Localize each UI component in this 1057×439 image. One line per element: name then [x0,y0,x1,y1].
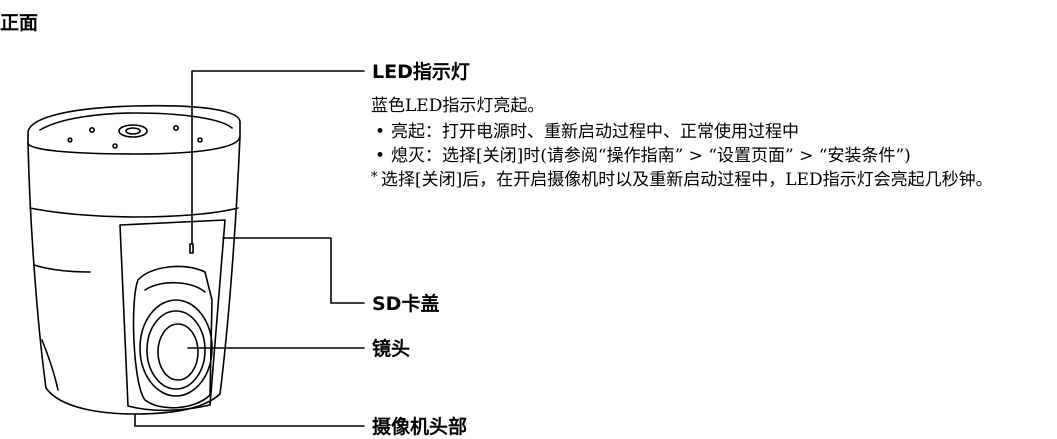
led-status-off: • 熄灭：选择[关闭]时(请参阅“操作指南” > “设置页面” > “安装条件”… [371,144,1051,168]
sd-leader-line [222,237,365,304]
camera-body [27,135,241,415]
bullet-mark: • [375,122,386,142]
camera-top-cap [27,104,241,155]
camera-head-panel [119,219,226,412]
led-intro-text: 蓝色LED指示灯亮起。 [371,96,545,116]
led-leader-line [191,70,365,245]
led-description: 蓝色LED指示灯亮起。 • 亮起：打开电源时、重新启动过程中、正常使用过程中 •… [371,94,1051,192]
footnote-mark: * [371,170,378,185]
led-status-list: • 亮起：打开电源时、重新启动过程中、正常使用过程中 • 熄灭：选择[关闭]时(… [371,120,1051,168]
led-status-on-text: 亮起：打开电源时、重新启动过程中、正常使用过程中 [391,122,799,142]
led-status-off-text: 熄灭：选择[关闭]时(请参阅“操作指南” > “设置页面” > “安装条件”) [391,146,911,166]
head-leader-line [134,413,365,427]
bullet-mark: • [375,146,386,166]
led-footnote-text: 选择[关闭]后，在开启摄像机时以及重新启动过程中，LED指示灯会亮起几秒钟。 [381,170,993,190]
section-heading: 正面 [0,12,39,34]
led-indicator [189,243,194,254]
led-footnote: * 选择[关闭]后，在开启摄像机时以及重新启动过程中，LED指示灯会亮起几秒钟。 [371,168,1051,192]
camera-head-label: 摄像机头部 [372,416,468,438]
lens-glass [157,323,199,381]
lens-housing [132,265,213,409]
led-indicator-label: LED指示灯 [372,61,470,83]
lens-label: 镜头 [372,338,411,360]
sd-card-cover-label: SD卡盖 [372,293,440,315]
led-status-on: • 亮起：打开电源时、重新启动过程中、正常使用过程中 [371,120,1051,144]
